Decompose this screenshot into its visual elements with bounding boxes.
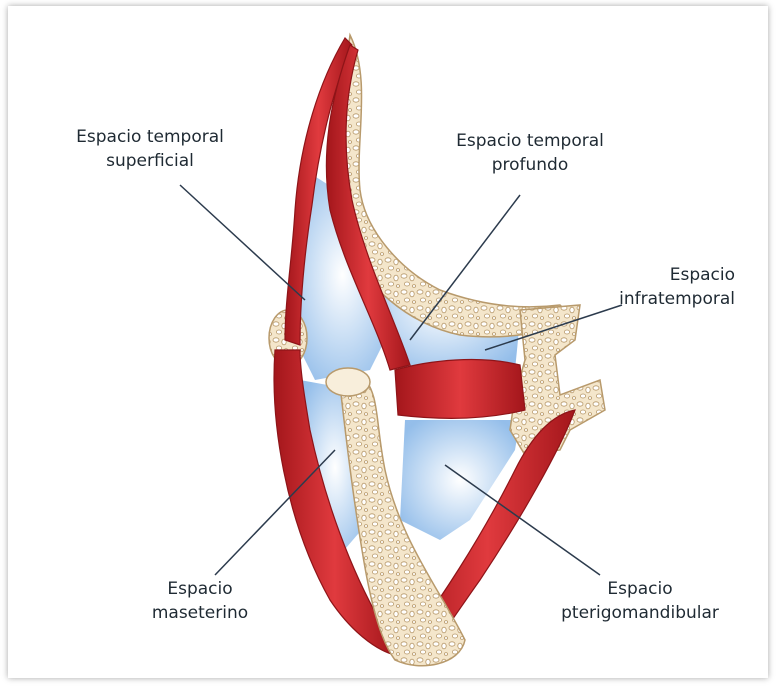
label-temporal-superficial-line2: superficial — [60, 149, 240, 173]
label-maseterino-line1: Espacio — [140, 577, 260, 601]
label-temporal-profundo-line2: profundo — [445, 153, 615, 177]
label-temporal-profundo-line1: Espacio temporal — [445, 129, 615, 153]
label-temporal-superficial: Espacio temporal superficial — [60, 125, 240, 173]
label-pterigomandibular-line1: Espacio — [545, 577, 735, 601]
label-pterigomandibular-line2: pterigomandibular — [545, 601, 735, 625]
label-infratemporal-line1: Espacio — [605, 263, 735, 287]
label-infratemporal: Espacio infratemporal — [605, 263, 735, 311]
lateral-pterygoid-muscle — [395, 360, 525, 419]
label-maseterino-line2: maseterino — [140, 601, 260, 625]
label-temporal-superficial-line1: Espacio temporal — [60, 125, 240, 149]
label-infratemporal-line2: infratemporal — [605, 287, 735, 311]
label-maseterino: Espacio maseterino — [140, 577, 260, 625]
leader-temporal-superficial — [180, 185, 305, 300]
label-pterigomandibular: Espacio pterigomandibular — [545, 577, 735, 625]
label-temporal-profundo: Espacio temporal profundo — [445, 129, 615, 177]
